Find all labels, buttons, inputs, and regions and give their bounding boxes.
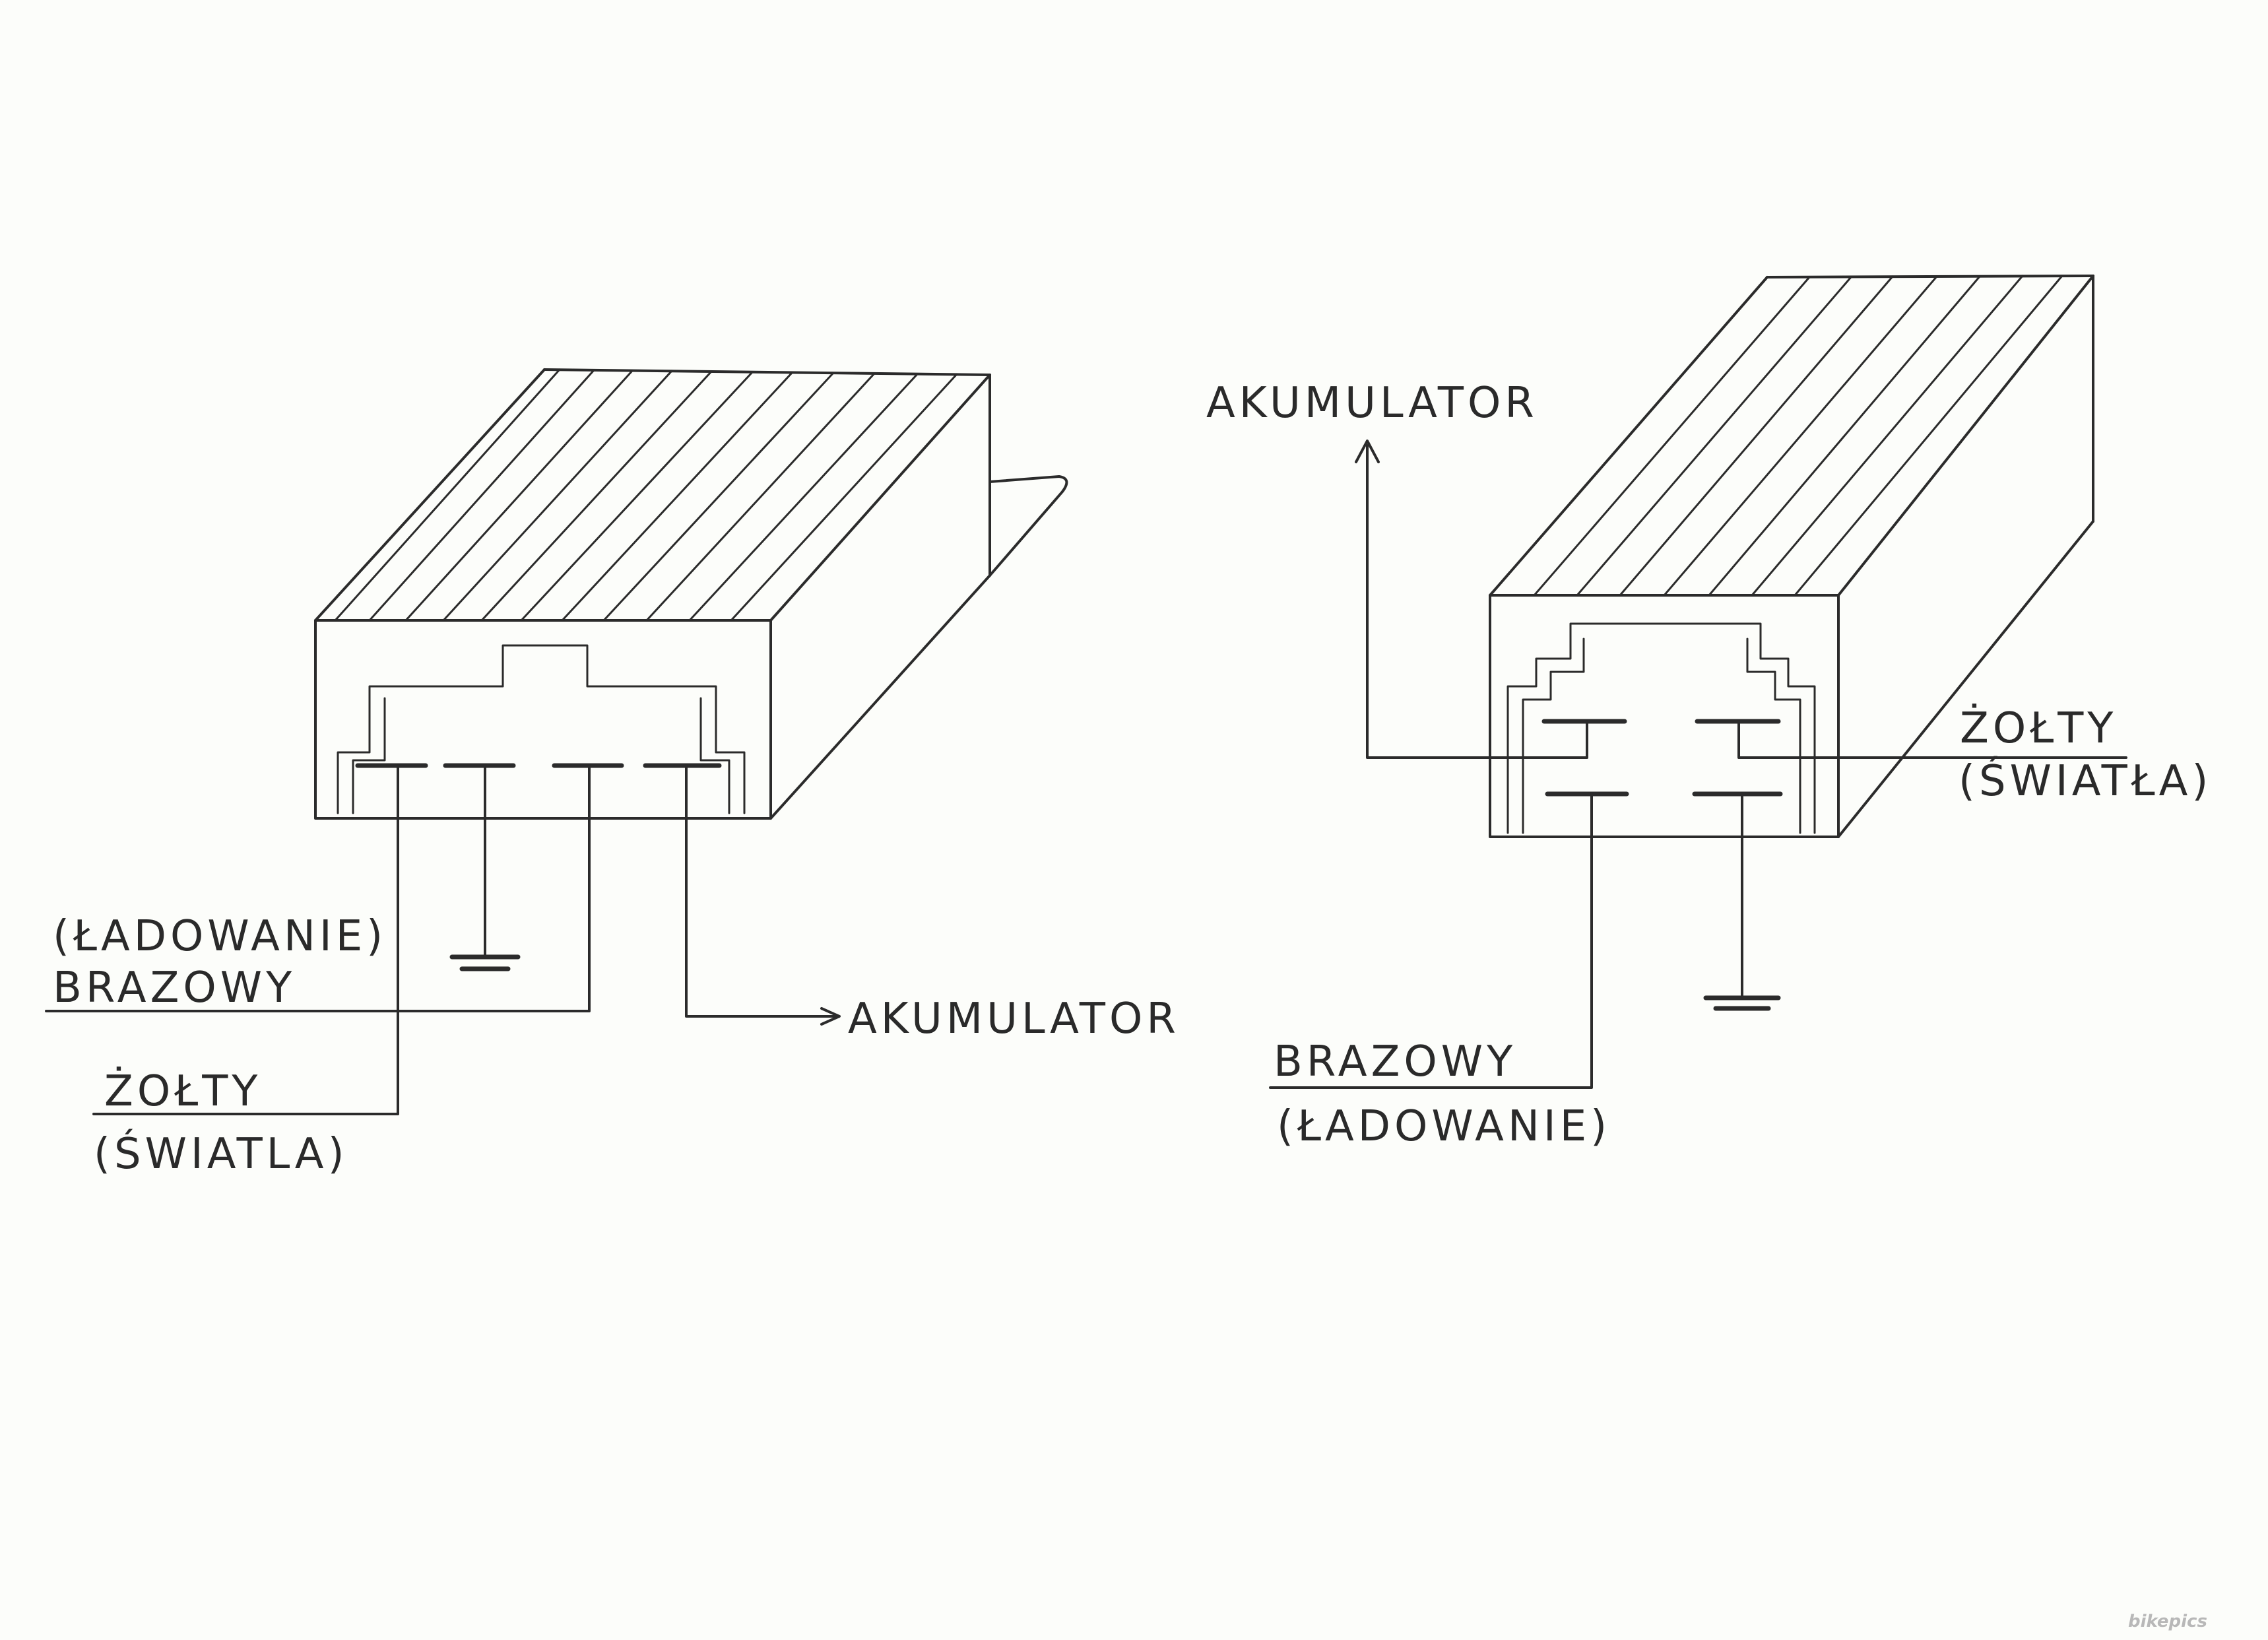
left-connector-outline [337, 644, 746, 814]
left-label-akumulator: AKUMULATOR [848, 995, 1180, 1043]
right-label-zolty: ŻOŁTY [1960, 704, 2117, 753]
left-regulator-fins [334, 368, 958, 622]
right-label-ladowanie: (ŁADOWANIE) [1277, 1102, 1611, 1151]
right-regulator-fins [1533, 275, 2063, 597]
left-label-ladowanie: (ŁADOWANIE) [53, 912, 387, 961]
watermark-logo: bikepics [2128, 1612, 2207, 1631]
left-label-brazowy: BRAZOWY [53, 964, 296, 1012]
left-label-swiatla: (ŚWIATLA) [94, 1129, 348, 1179]
right-regulator [1269, 275, 2127, 1089]
left-regulator-body [314, 368, 1068, 820]
right-label-brazowy: BRAZOWY [1274, 1037, 1516, 1086]
left-regulator [45, 368, 1068, 1115]
right-label-swiatla: (ŚWIATŁA) [1959, 756, 2212, 806]
left-label-zolty: ŻOŁTY [104, 1066, 261, 1116]
right-connector-outline [1507, 622, 1816, 834]
left-wires [45, 764, 841, 1115]
right-label-akumulator: AKUMULATOR [1206, 379, 1538, 428]
right-connector-pins [1541, 719, 1783, 797]
left-ground-symbol [449, 954, 521, 971]
right-ground-symbol [1703, 995, 1781, 1011]
right-wires [1269, 440, 2127, 1089]
